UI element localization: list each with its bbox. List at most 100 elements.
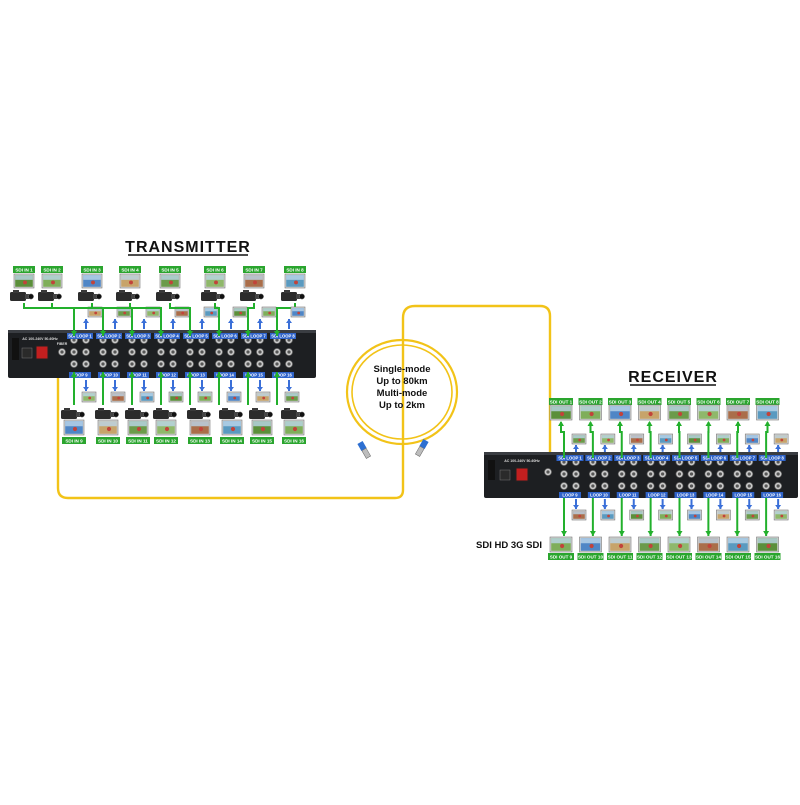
receiver-output-wire-arrow <box>617 421 623 426</box>
bnc-connector-icon-pin <box>246 362 249 365</box>
power-socket <box>22 348 32 358</box>
bnc-connector-icon-pin <box>159 362 162 365</box>
camera-icon-glass <box>96 294 101 299</box>
monitor-icon <box>698 537 720 552</box>
monitor-icon <box>256 392 270 402</box>
transmitter-loop-arrow-bottom-head <box>199 387 205 391</box>
bnc-connector-icon <box>647 470 654 477</box>
receiver-loop-label-bottom: LOOP 16 <box>761 492 783 498</box>
transmitter-loop-label-top: SDI LOOP 1 <box>67 333 93 339</box>
monitor-icon <box>262 307 276 317</box>
transmitter-loop-arrow-top-head <box>141 319 147 323</box>
receiver-output-label-top-text: SDI OUT 7 <box>727 400 750 405</box>
fiber-spec-line-3: Multi-mode <box>377 388 428 399</box>
monitor-icon-figure <box>665 439 668 442</box>
receiver-output-wire-arrow <box>677 531 683 536</box>
power-switch-icon <box>36 346 48 359</box>
monitor-icon-figure <box>262 397 265 400</box>
camera-icon-handle <box>81 290 87 293</box>
monitor-icon-figure <box>23 280 27 284</box>
bnc-connector-icon-pin <box>546 470 549 473</box>
monitor-icon-figure <box>780 515 783 518</box>
camera-icon-body <box>281 410 297 419</box>
receiver-output-label-top: SDI OUT 4 <box>638 398 662 405</box>
receiver-loop-arrow-bottom-head <box>717 505 723 509</box>
transmitter-loop-label-top: SDI LOOP 8 <box>270 333 296 339</box>
camera-icon-body <box>38 292 54 301</box>
monitor-icon <box>120 274 140 288</box>
monitor-icon-figure <box>210 312 213 315</box>
receiver-output-wire-arrow <box>590 531 596 536</box>
receiver-loop-arrow-bottom <box>631 499 637 509</box>
camera-icon-glass <box>143 412 148 417</box>
monitor-icon-figure <box>619 412 623 416</box>
bnc-connector-icon-pin <box>84 362 87 365</box>
receiver-output-wire-arrow <box>763 531 769 536</box>
monitor-icon <box>128 420 148 435</box>
bnc-connector-icon-pin <box>649 484 652 487</box>
receiver-output-label-top-text: SDI OUT 6 <box>697 400 720 405</box>
monitor-icon-figure <box>199 427 203 431</box>
receiver-output-label-top-text: SDI OUT 4 <box>638 400 661 405</box>
monitor-icon <box>285 392 299 402</box>
receiver-loop-label-top: SDI LOOP 3 <box>614 455 641 461</box>
camera-icon-body <box>61 410 77 419</box>
monitor-icon-figure <box>780 439 783 442</box>
bnc-connector-icon-pin <box>719 472 722 475</box>
monitor-icon-sky <box>161 275 179 280</box>
monitor-icon <box>727 405 749 420</box>
transmitter-loop-arrow-top <box>257 319 263 329</box>
camera-icon <box>125 408 149 419</box>
receiver-loop-arrow-top-head <box>573 445 579 449</box>
receiver-loop-arrow-bottom-head <box>775 505 781 509</box>
monitor-icon-figure <box>607 439 610 442</box>
monitor-icon <box>82 274 102 288</box>
monitor-icon-figure <box>129 280 133 284</box>
monitor-icon-sky <box>581 406 601 411</box>
monitor-icon-figure <box>181 312 184 315</box>
monitor-icon-figure <box>649 412 653 416</box>
monitor-icon-figure <box>239 312 242 315</box>
bnc-connector-icon-pin <box>707 484 710 487</box>
camera-icon-body <box>249 410 265 419</box>
monitor-icon-sky <box>660 435 672 438</box>
bnc-connector-icon-pin <box>84 350 87 353</box>
monitor-icon <box>222 420 242 435</box>
bnc-connector-icon <box>111 348 118 355</box>
monitor-icon <box>291 307 305 317</box>
receiver-loop-arrow-bottom-head <box>689 505 695 509</box>
monitor-icon-figure <box>293 427 297 431</box>
monitor-icon <box>630 434 644 444</box>
bnc-connector-icon <box>589 470 596 477</box>
monitor-icon <box>156 420 176 435</box>
monitor-icon-sky <box>83 275 101 280</box>
monitor-icon <box>98 420 118 435</box>
transmitter-input-label-bottom: SDI IN 11 <box>126 437 150 444</box>
monitor-icon-sky <box>775 511 787 514</box>
bnc-connector-icon <box>244 360 251 367</box>
monitor-icon-sky <box>83 393 95 396</box>
bnc-connector-icon <box>763 470 770 477</box>
monitor-icon-sky <box>191 421 209 426</box>
monitor-icon-sky <box>257 393 269 396</box>
receiver-loop-label-top: SDI LOOP 4 <box>643 455 670 461</box>
camera-icon <box>281 408 305 419</box>
transmitter-input-label-top-text: SDI IN 8 <box>286 268 304 273</box>
bnc-connector-icon-pin <box>649 472 652 475</box>
bnc-connector-icon <box>630 470 637 477</box>
bnc-connector-icon <box>601 470 608 477</box>
monitor-icon-sky <box>157 421 175 426</box>
receiver-output-label-top-text: SDI OUT 8 <box>756 400 779 405</box>
transmitter-loop-arrow-bottom <box>170 380 176 391</box>
camera-icon-body <box>10 292 26 301</box>
bnc-connector-icon <box>717 470 724 477</box>
transmitter-loop-arrow-top-head <box>228 319 234 323</box>
transmitter-input-label-bottom: SDI IN 13 <box>188 437 212 444</box>
receiver-output-label-bottom: SDI OUT 12 <box>637 553 663 560</box>
bnc-connector-icon <box>544 468 551 475</box>
camera-icon-body <box>156 292 172 301</box>
receiver-output-label-bottom-text: SDI OUT 14 <box>696 555 721 560</box>
transmitter-input-label-bottom-text: SDI IN 15 <box>252 439 272 444</box>
transmitter-input-label-bottom-text: SDI IN 13 <box>190 439 210 444</box>
